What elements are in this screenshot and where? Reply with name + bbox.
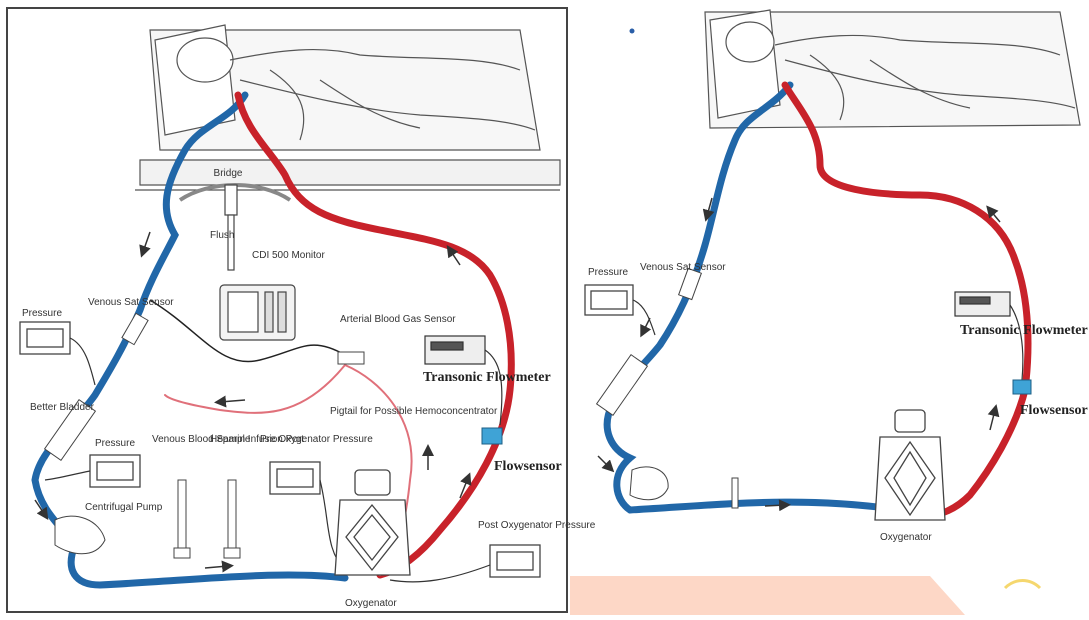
label-oxygenator-left: Oxygenator xyxy=(345,598,397,609)
pressure-box-post-oxy xyxy=(490,545,540,577)
label-abg: Arterial Blood Gas Sensor xyxy=(340,314,456,325)
decor-arc xyxy=(1005,581,1040,589)
patient-bed-left xyxy=(135,25,560,190)
label-post-oxy: Post Oxygenator Pressure xyxy=(478,520,596,531)
label-flush: Flush xyxy=(210,230,234,241)
label-venous-sat-right: Venous Sat Sensor xyxy=(640,262,726,273)
oxygenator-right xyxy=(875,410,945,520)
label-pressure-top: Pressure xyxy=(22,308,62,319)
transonic-flowmeter-left xyxy=(425,336,485,364)
label-bridge: Bridge xyxy=(214,168,243,179)
bottom-banner xyxy=(570,576,965,615)
label-centrifugal: Centrifugal Pump xyxy=(85,502,163,513)
abg-sensor xyxy=(338,352,364,364)
label-pressure-mid: Pressure xyxy=(95,438,135,449)
bladder-right xyxy=(597,355,648,416)
pressure-box-pre-oxy xyxy=(270,462,320,494)
label-better-bladder: Better Bladder xyxy=(30,402,95,413)
flowsensor-left xyxy=(482,428,502,444)
label-transonic-left: Transonic Flowmeter xyxy=(423,370,551,385)
label-venous-sat: Venous Sat Sensor xyxy=(88,297,174,308)
right-panel: Pressure Venous Sat Sensor Transonic Flo… xyxy=(570,10,1088,615)
pump-right xyxy=(630,467,668,500)
flowsensor-right xyxy=(1013,380,1031,394)
label-pre-oxy: Pre Oxygenator Pressure xyxy=(260,434,373,445)
pressure-box-mid xyxy=(90,455,140,487)
pressure-box-top xyxy=(20,322,70,354)
port-right xyxy=(732,478,738,508)
label-flowsensor-right: Flowsensor xyxy=(1020,403,1088,418)
label-pressure-right: Pressure xyxy=(588,267,628,278)
stray-dot xyxy=(630,29,635,34)
label-monitor: CDI 500 Monitor xyxy=(252,250,325,261)
cdi-500-monitor xyxy=(220,285,295,340)
label-transonic-right: Transonic Flowmeter xyxy=(960,323,1088,338)
left-panel: Bridge Flush CDI 500 Monitor Pressure Ve… xyxy=(7,8,596,612)
transonic-flowmeter-right xyxy=(955,292,1010,316)
label-pigtail: Pigtail for Possible Hemoconcentrator xyxy=(330,406,498,417)
pressure-box-right xyxy=(585,285,633,315)
venous-line-right xyxy=(607,85,900,510)
venous-sat-sensor-right xyxy=(679,268,702,299)
label-flowsensor-left: Flowsensor xyxy=(494,459,562,474)
label-oxygenator-right: Oxygenator xyxy=(880,532,932,543)
